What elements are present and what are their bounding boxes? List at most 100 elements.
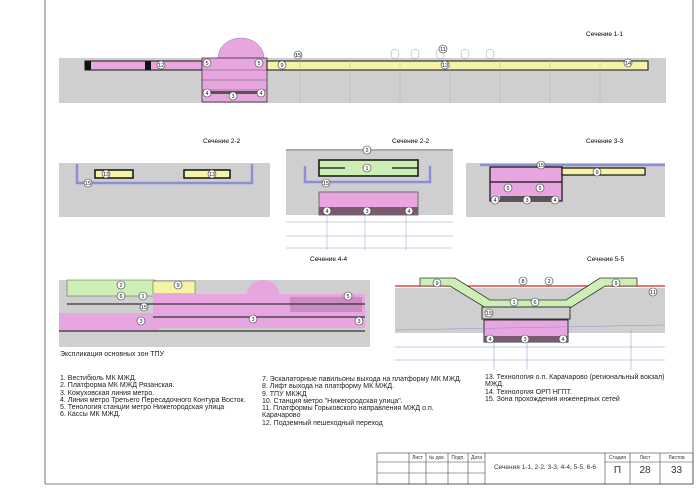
callout-number: 13	[442, 63, 448, 69]
callout-number: 15	[538, 163, 544, 169]
tb-header-doc: № док.	[428, 455, 446, 461]
section-4-4: Сечение 4-4 2 6 1 9 15 3 3 5 3	[59, 256, 370, 347]
callout: 15	[83, 178, 93, 188]
callout: 13	[207, 169, 217, 179]
callout-number: 6	[119, 294, 122, 300]
legend-item: 3. Кожуховская линия метро.	[60, 389, 155, 397]
callout: 3	[522, 195, 532, 205]
callout-number: 4	[553, 198, 556, 204]
callout-number: 4	[488, 337, 491, 343]
callout: 4	[485, 334, 495, 344]
callout-number: 3	[525, 198, 528, 204]
legend-heading: Экспликация основных зон ТПУ	[60, 351, 165, 358]
callout: 3	[228, 91, 238, 101]
callout: 9	[173, 280, 183, 290]
callout: 1	[509, 297, 519, 307]
sheets-total: 33	[670, 465, 683, 476]
callout-number: 6	[533, 300, 536, 306]
callout: 15	[484, 308, 494, 318]
callout-number: 9	[280, 63, 283, 69]
section-title: Сечение 2-2	[203, 138, 241, 145]
drawing-title: Сечения 1-1, 2-2, 3-3, 4-4, 5-5, 6-6	[493, 464, 597, 471]
sheet-label: Лист	[639, 455, 651, 461]
callout: 5	[254, 58, 264, 68]
callout-number: 5	[257, 61, 260, 67]
section-title: Сечение 2-2	[392, 138, 430, 145]
callout-number: 14	[625, 61, 631, 67]
callout: 4	[322, 206, 332, 216]
callout-number: 3	[231, 94, 234, 100]
title-block	[376, 452, 694, 485]
callout-number: 4	[407, 209, 410, 215]
callout-number: 1	[141, 294, 144, 300]
legend-item: 15. Зона прохождения инженерных сетей	[485, 395, 620, 403]
callout-number: 8	[521, 279, 524, 285]
callout-number: 5	[205, 61, 208, 67]
callout-number: 15	[323, 181, 329, 187]
legend-item: 1. Вестибюль МК МЖД.	[60, 375, 137, 382]
legend-item: 5. Тенология станции метро Нижегородская…	[60, 404, 225, 412]
legend-column-3: 13. Технология о.п. Карачарово (регионал…	[485, 374, 680, 403]
callout-number: 13	[103, 172, 109, 178]
legend-column-1: 1. Вестибюль МК МЖД. 2. Платформа МК МЖД…	[60, 375, 246, 419]
callout-number: 2	[547, 279, 550, 285]
section-5-5: Сечение 5-5 9 8 2 9 11 1 6 15 4 3 4	[394, 256, 666, 370]
callout-number: 4	[259, 91, 262, 97]
callout: 13	[440, 60, 450, 70]
callout: 15	[321, 178, 331, 188]
section-2-2-middle: Сечение 2-2 2 1 15 4 3 4	[286, 138, 453, 250]
callout-number: 9	[614, 281, 617, 287]
callout: 3	[362, 206, 372, 216]
callout-number: 13	[209, 172, 215, 178]
sheet-number: 28	[639, 465, 651, 476]
callout: 11	[438, 44, 448, 54]
legend-item: 2. Платформа МК МЖД Рязанская.	[60, 382, 175, 390]
tb-header-sign: Подп.	[451, 455, 465, 461]
callout: 3	[520, 334, 530, 344]
callout: 3	[248, 314, 258, 324]
tb-header-date: Дата	[470, 455, 483, 461]
callout-number: 5	[506, 186, 509, 192]
callout-number: 12	[158, 63, 164, 69]
legend-item: 12. Подземный пешеходный переход	[262, 419, 383, 427]
callout-number: 1	[512, 300, 515, 306]
callout: 9	[432, 278, 442, 288]
callout-number: 5	[346, 294, 349, 300]
stage-value: П	[613, 465, 622, 476]
section-title: Сечение 4-4	[310, 256, 348, 263]
section-3-3: Сечение 3-3 15 9 5 5 4 3 4	[466, 138, 665, 217]
callout-number: 5	[538, 186, 541, 192]
callout: 3	[136, 316, 146, 326]
callout-number: 9	[176, 283, 179, 289]
tb-header-sheet: Лист	[412, 455, 423, 461]
callout-number: 3	[251, 317, 254, 323]
callout: 2	[544, 276, 554, 286]
callout: 6	[530, 297, 540, 307]
callout-number: 11	[440, 47, 446, 53]
callout-number: 11	[650, 290, 656, 296]
callout-number: 9	[435, 281, 438, 287]
legend-item: 14. Технология ОРП НГПТ.	[485, 388, 573, 396]
callout: 8	[518, 276, 528, 286]
callout-number: 15	[295, 53, 301, 59]
legend-item: 7. Эскалаторные павильоны выхода на плат…	[262, 376, 462, 383]
callout: 4	[558, 334, 568, 344]
callout: 12	[156, 60, 166, 70]
callout: 1	[362, 163, 372, 173]
section-2-2-left: Сечение 2-2 13 13 15	[59, 138, 270, 217]
legend-item: 9. ТПУ МКЖД	[262, 390, 307, 398]
sheets-label: Листов	[668, 455, 685, 461]
section-1-1: Сечение 1-1 12 5 5 9 15 11 13 14 4 4 3	[59, 31, 666, 103]
legend-column-2: 7. Эскалаторные павильоны выхода на плат…	[262, 376, 477, 427]
stage-label: Стадия	[608, 455, 627, 461]
legend-item: 13. Технология о.п. Карачарово (регионал…	[485, 374, 665, 389]
callout-number: 4	[205, 91, 208, 97]
callout: 13	[101, 169, 111, 179]
callout: 5	[503, 183, 513, 193]
callout-number: 3	[139, 319, 142, 325]
callout-number: 4	[325, 209, 328, 215]
callout-number: 2	[119, 283, 122, 289]
callout: 5	[535, 183, 545, 193]
